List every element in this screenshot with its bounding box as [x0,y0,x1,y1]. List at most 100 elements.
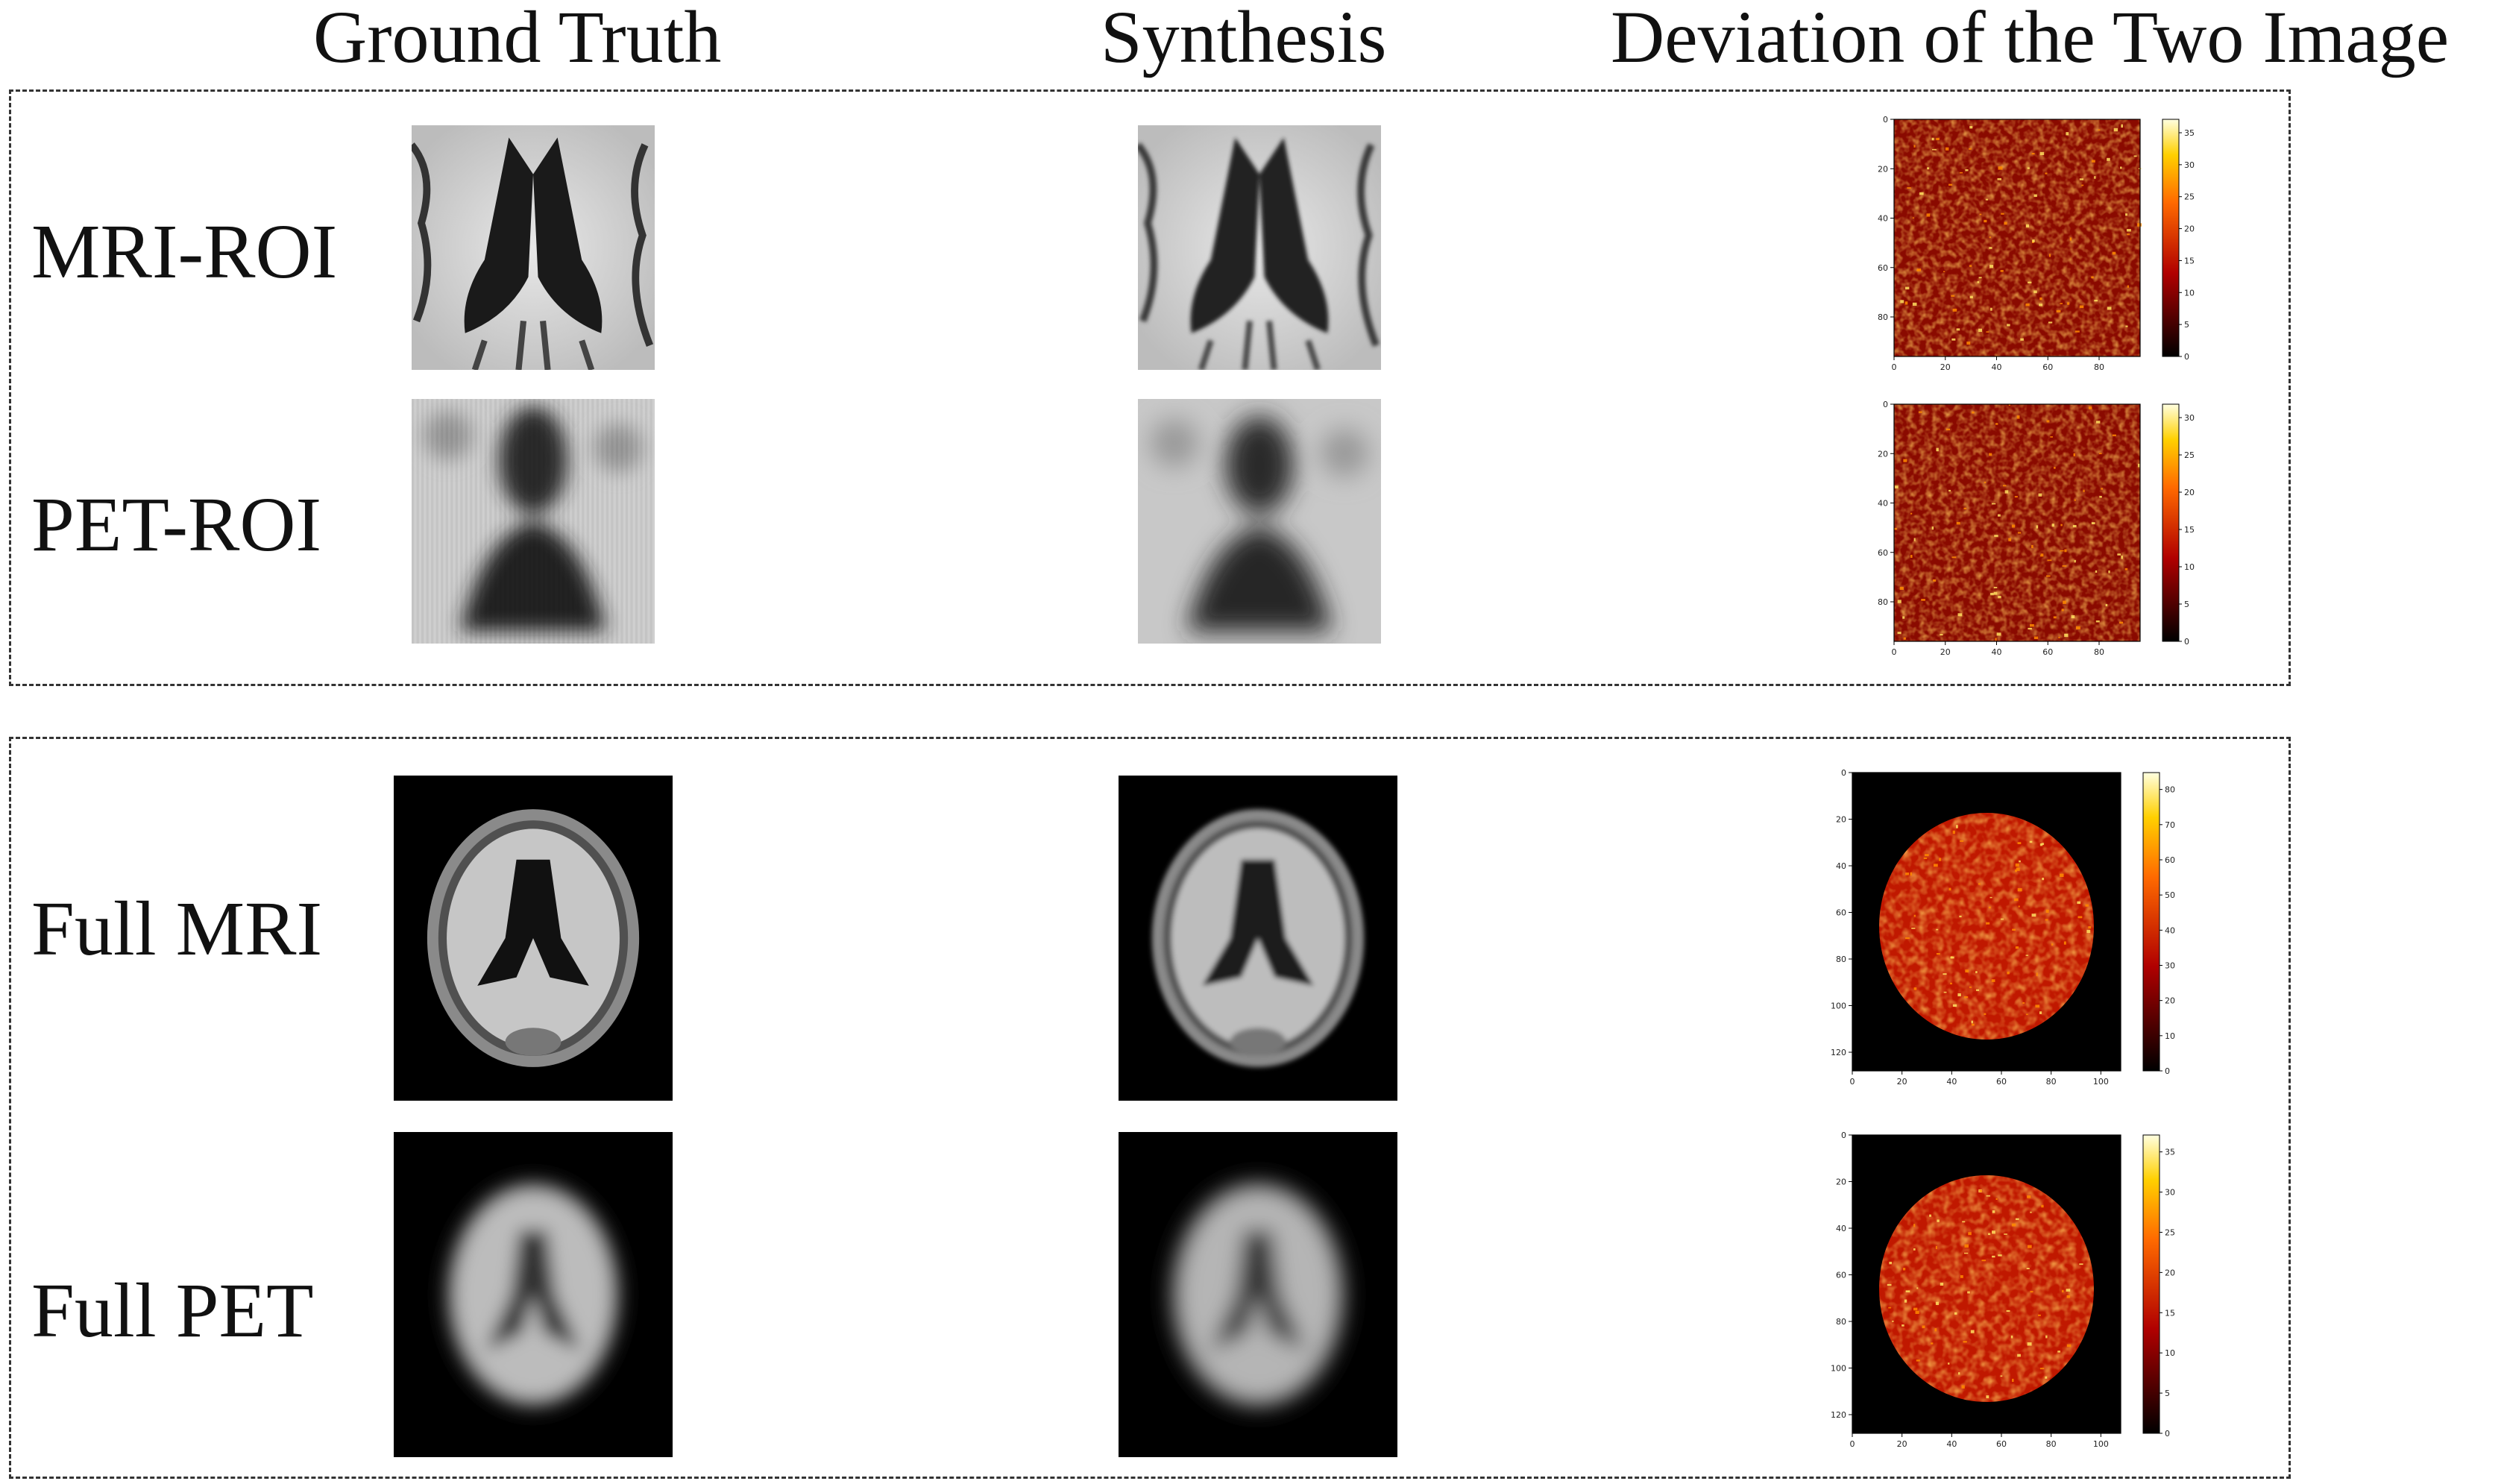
full-mri-synthesis-image [1119,776,1397,1101]
heatmap-speckle [1979,213,1982,216]
heatmap-speckle [2086,929,2091,934]
heatmap-speckle [1948,887,1951,891]
heatmap-speckle [2025,955,2029,956]
heatmap-speckle [2046,575,2051,577]
heatmap-plot-area [1893,403,2141,642]
heatmap-speckle [2071,614,2075,619]
x-tick-label: 100 [2093,1077,2109,1087]
x-tick-label: 20 [1897,1077,1907,1087]
heatmap-speckle [1956,328,1960,331]
heatmap-speckle [2121,556,2123,559]
heatmap-speckle [2025,224,2030,228]
heatmap-speckle [1903,1268,1906,1271]
colorbar-tick-label: 20 [2184,488,2195,497]
heatmap-speckle [1892,1320,1894,1322]
heatmap-speckle [1986,1195,1990,1197]
heatmap-speckle [2108,570,2110,573]
heatmap-speckle [2039,297,2042,301]
x-tick-label: 60 [2042,647,2053,657]
heatmap-speckle [1965,169,1969,172]
heatmap-speckle [1991,979,1995,982]
heatmap-speckle [1998,166,2003,170]
heatmap-speckle [2077,901,2081,905]
heatmap-speckle [2064,549,2067,553]
heatmap-speckle [2027,167,2030,169]
heatmap-speckle [2060,524,2063,526]
heatmap-speckle [2095,570,2098,573]
colorbar-tick-label: 5 [2165,1389,2170,1398]
heatmap-speckle [2033,636,2039,640]
heatmap-speckle [1904,301,1908,305]
heatmap-speckle [1936,952,1940,955]
heatmap-speckle [1934,864,1938,867]
heatmap-speckle [2077,916,2083,919]
heatmap-speckle [2075,626,2080,630]
heatmap-speckle [2015,946,2019,949]
heatmap-speckle [1913,914,1916,917]
heatmap-speckle [1989,247,1992,249]
y-tick-label: 0 [1841,768,1846,778]
heatmap-speckle [2017,888,2022,892]
heatmap-speckle [2011,524,2016,528]
heatmap-speckle [2062,1289,2064,1293]
x-tick-label: 80 [2046,1077,2057,1087]
heatmap-speckle [1916,269,1920,271]
heatmap-speckle [1895,485,1899,488]
heatmap-speckle [1905,873,1910,875]
heatmap-speckle [2039,304,2043,306]
heatmap-speckle [1992,1255,1995,1258]
heatmap-speckle [2027,1195,2031,1198]
heatmap-speckle [2051,524,2055,527]
heatmap-speckle [1984,219,1987,223]
heatmap-speckle [2008,538,2011,541]
heatmap-speckle [2112,434,2116,436]
heatmap-speckle [2125,213,2128,216]
heatmap-texture [1894,404,2140,641]
heatmap-speckle [2027,1342,2032,1346]
y-tick-label: 60 [1878,263,1888,273]
heatmap-speckle [1966,342,1971,345]
heatmap-speckle [1902,1324,1904,1327]
heatmap-speckle [2037,1314,2041,1316]
heatmap-speckle [2045,1376,2048,1379]
heatmap-speckle [2098,129,2101,131]
heatmap-speckle [1992,1230,1995,1234]
x-tick-label: 40 [1992,647,2002,657]
y-tick-label: 60 [1878,548,1888,558]
heatmap-speckle [1922,1325,1925,1329]
heatmap-speckle [2030,1211,2032,1213]
heatmap-speckle [2125,325,2128,327]
y-tick-label: 60 [1836,1271,1846,1280]
heatmap-speckle [1915,1310,1919,1314]
heatmap-speckle [2075,330,2080,333]
x-tick-label: 20 [1940,647,1951,657]
heatmap-speckle [1889,1261,1893,1265]
heatmap-speckle [1995,1198,1998,1200]
heatmap-speckle [1919,192,1924,195]
heatmap-speckle [2045,1335,2048,1339]
heatmap-speckle [1989,236,1991,238]
heatmap-speckle [1970,1330,1975,1333]
y-tick-label: 100 [1831,1364,1846,1374]
heatmap-speckle [2085,904,2089,907]
full-mri-ground-truth-image [394,776,673,1101]
heatmap-speckle [1965,969,1969,973]
heatmap-axes-frame [1852,772,2121,1072]
heatmap-speckle [1997,177,2001,180]
heatmap-speckle [1967,1291,1970,1294]
y-tick-label: 80 [1878,597,1888,607]
heatmap-speckle [2046,420,2050,423]
heatmap-speckle [2083,489,2085,492]
colorbar-tick-label: 20 [2184,224,2195,234]
heatmap-speckle [2016,867,2020,871]
heatmap-speckle [1948,1362,1950,1365]
heatmap-speckle [1939,858,1942,861]
row-label-pet-roi: PET-ROI [31,482,322,567]
heatmap-speckle [2113,128,2118,132]
heatmap-speckle [2095,620,2100,623]
heatmap-speckle [1943,271,1945,272]
x-tick-label: 80 [2094,362,2104,372]
heatmap-plot-area [1852,772,2121,1072]
